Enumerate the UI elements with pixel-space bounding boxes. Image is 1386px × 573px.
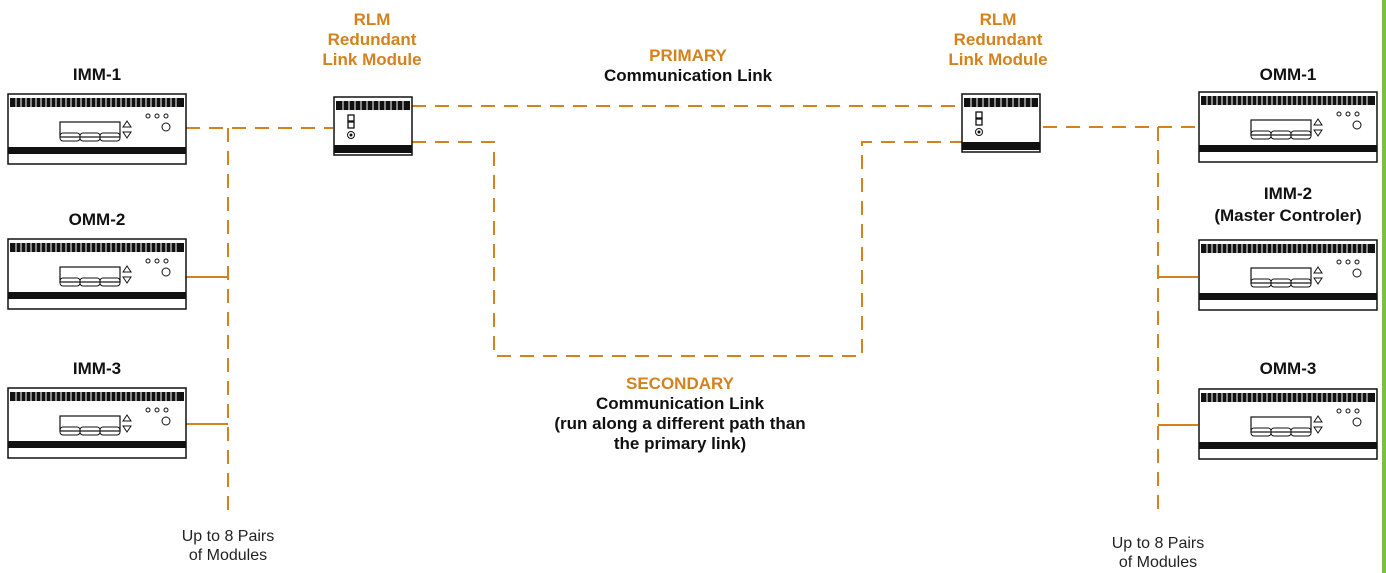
secondary-title: SECONDARY [626,374,734,393]
imm-2-device-icon[interactable] [1198,239,1378,311]
imm-3-label: IMM-3 [72,359,122,378]
rlm-right-line2: Redundant [953,30,1043,49]
edge-accent-bar [1382,0,1386,573]
omm-1-device-icon[interactable] [1198,91,1378,163]
omm-1-label: OMM-1 [1259,65,1317,84]
pairs-note-left-line1: Up to 8 Pairs [181,528,275,545]
rlm-left-line1: RLM [353,10,391,29]
omm-2-label: OMM-2 [68,210,126,229]
master-controller-label: (Master Controler) [1214,206,1362,225]
secondary-line1: Communication Link [595,394,765,413]
pairs-note-right: Up to 8 Pairs of Modules [1078,534,1238,572]
pairs-note-right-line1: Up to 8 Pairs [1111,535,1205,552]
dashed-links [186,105,1198,515]
primary-link-label: PRIMARY Communication Link [568,46,808,86]
secondary-link-label: SECONDARY Communication Link (run along … [530,374,830,454]
module-stubs [186,276,1198,426]
rlm-left-line3: Link Module [322,50,422,69]
primary-subtitle: Communication Link [603,66,773,85]
pairs-note-left: Up to 8 Pairs of Modules [148,527,308,565]
secondary-line3: the primary link) [613,434,747,453]
rlm-left-device-icon[interactable] [333,96,413,156]
imm-3-device-icon[interactable] [7,387,187,459]
secondary-line2: (run along a different path than [554,414,806,433]
omm-3-label: OMM-3 [1259,359,1317,378]
imm-1-label: IMM-1 [72,65,122,84]
imm-2-label: IMM-2 [1263,184,1313,203]
rlm-right-title: RLM Redundant Link Module [923,10,1073,70]
omm-2-device-icon[interactable] [7,238,187,310]
omm-3-device-icon[interactable] [1198,388,1378,460]
secondary-link-line[interactable] [412,141,962,357]
pairs-note-left-line2: of Modules [188,547,268,564]
rlm-right-line1: RLM [979,10,1017,29]
rlm-right-line3: Link Module [948,50,1048,69]
rlm-right-device-icon[interactable] [961,93,1041,153]
pairs-note-right-line2: of Modules [1118,554,1198,571]
primary-title: PRIMARY [649,46,727,65]
rlm-left-title: RLM Redundant Link Module [297,10,447,70]
rlm-left-line2: Redundant [327,30,417,49]
imm-1-device-icon[interactable] [7,93,187,165]
